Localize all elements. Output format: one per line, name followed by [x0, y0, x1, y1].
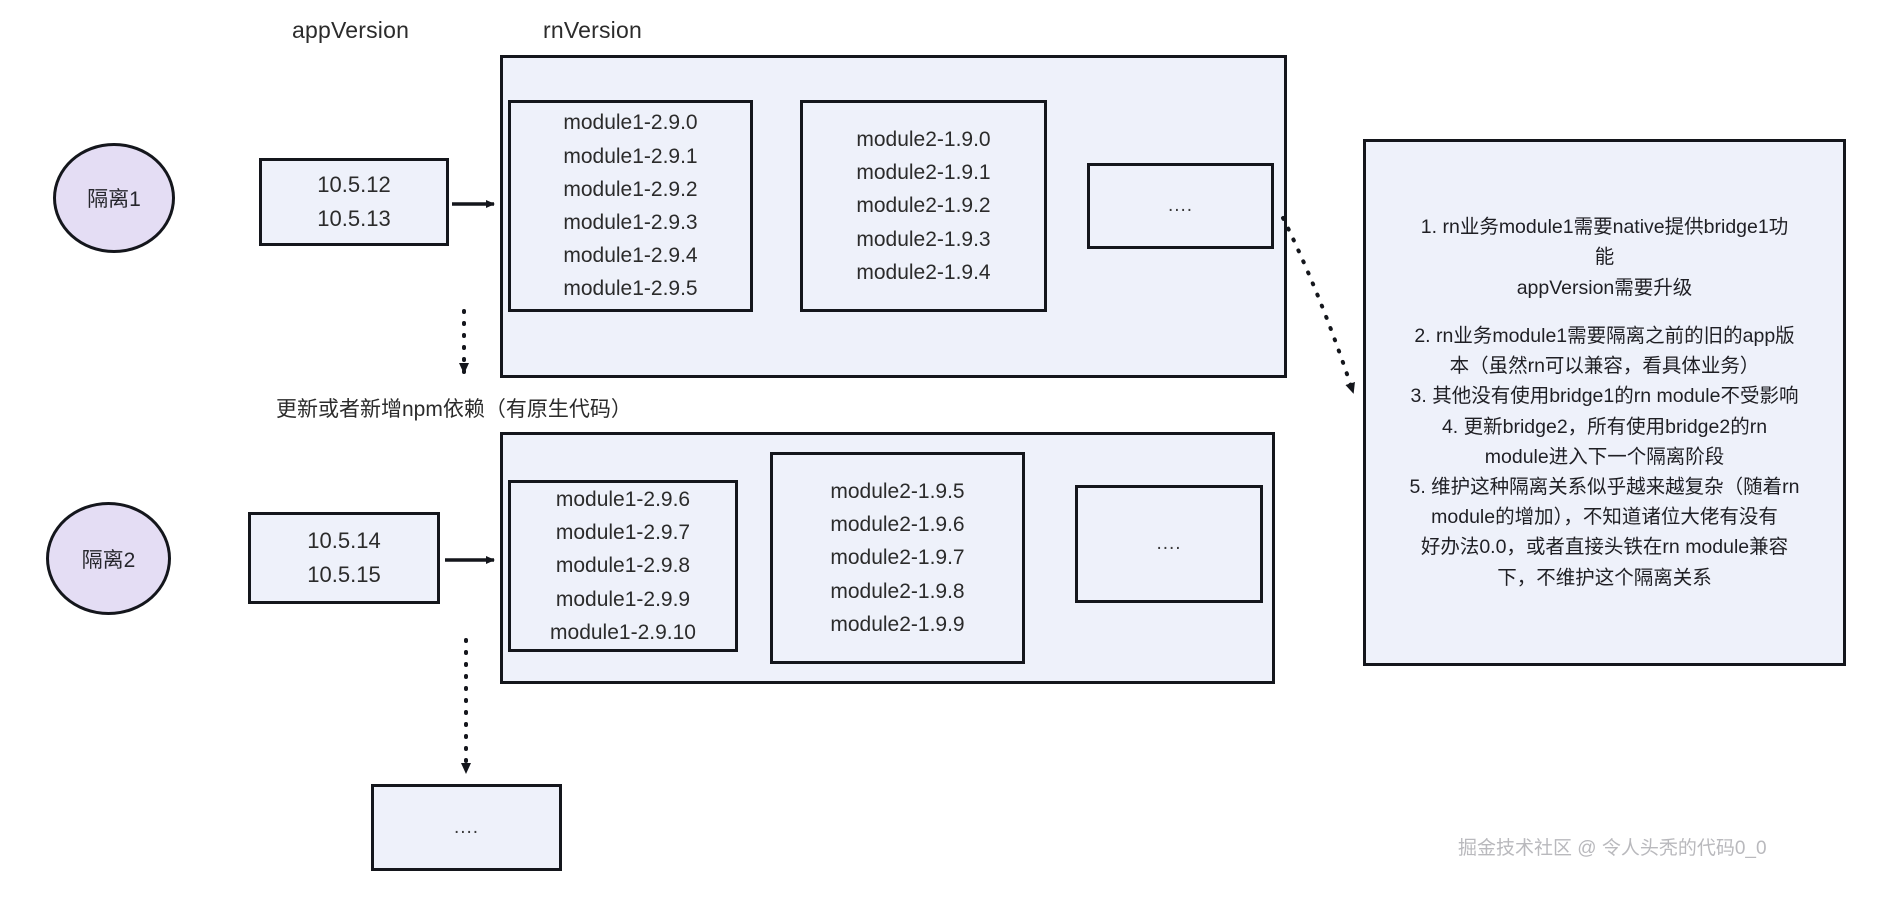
module-item: module1-2.9.7 — [555, 521, 691, 545]
module-item: module2-1.9.7 — [830, 546, 965, 570]
note-line: 3. 其他没有使用bridge1的rn module不受影响 — [1410, 385, 1799, 408]
module-item: module1-2.9.5 — [563, 277, 698, 301]
stage-circle-1[interactable]: 隔离1 — [53, 143, 175, 253]
module-item: module1-2.9.9 — [555, 587, 691, 611]
module-item: module2-1.9.5 — [830, 480, 965, 504]
note-line: 2. rn业务module1需要隔离之前的旧的app版 — [1414, 324, 1795, 347]
note-line: 1. rn业务module1需要native提供bridge1功 — [1420, 216, 1789, 239]
note-line: module进入下一个隔离阶段 — [1484, 445, 1725, 468]
module-item: module2-1.9.4 — [856, 260, 991, 284]
stage-circle-1-label: 隔离1 — [87, 188, 141, 211]
transition-label: 更新或者新增npm依赖（有原生代码） — [276, 398, 632, 421]
module-item: module1-2.9.8 — [555, 554, 691, 578]
stage-circle-2[interactable]: 隔离2 — [46, 502, 171, 615]
module-item: module1-2.9.10 — [550, 620, 696, 644]
note-line: module的增加），不知道诸位大佬有没有 — [1431, 506, 1778, 529]
module-item: module2-1.9.9 — [830, 612, 965, 636]
module-item: module1-2.9.6 — [555, 488, 691, 512]
more-modules-label: .... — [1167, 195, 1194, 216]
module1-box-stage-2[interactable]: module1-2.9.6 module1-2.9.7 module1-2.9.… — [508, 480, 738, 652]
notes-panel: 1. rn业务module1需要native提供bridge1功 能 appVe… — [1363, 139, 1846, 666]
app-version-box-stage-2[interactable]: 10.5.14 10.5.15 — [248, 512, 440, 604]
module2-box-stage-2[interactable]: module2-1.9.5 module2-1.9.6 module2-1.9.… — [770, 452, 1025, 664]
note-line: 5. 维护这种隔离关系似乎越来越复杂（随着rn — [1409, 475, 1800, 498]
module-item: module2-1.9.2 — [856, 194, 991, 218]
module1-box-stage-1[interactable]: module1-2.9.0 module1-2.9.1 module1-2.9.… — [508, 100, 753, 312]
module2-box-stage-1[interactable]: module2-1.9.0 module2-1.9.1 module2-1.9.… — [800, 100, 1047, 312]
note-spacer — [1384, 303, 1825, 321]
column-header-app-version: appVersion — [292, 17, 410, 43]
dotted-arrow-to-notes-panel — [1281, 216, 1355, 394]
module-item: module1-2.9.4 — [563, 244, 698, 268]
module-item: module2-1.9.6 — [830, 513, 965, 537]
note-line: appVersion需要升级 — [1516, 276, 1693, 299]
module-item: module2-1.9.8 — [830, 579, 965, 603]
app-version-line: 10.5.13 — [317, 206, 391, 231]
more-stages-box[interactable]: .... — [371, 784, 562, 871]
module-item: module1-2.9.3 — [563, 211, 698, 234]
more-modules-box-stage-1[interactable]: .... — [1087, 163, 1274, 249]
app-version-box-stage-1[interactable]: 10.5.12 10.5.13 — [259, 158, 449, 246]
module-item: module1-2.9.0 — [563, 111, 698, 135]
column-header-rn-version: rnVersion — [543, 17, 642, 43]
module-item: module2-1.9.3 — [856, 227, 991, 251]
stage-circle-2-label: 隔离2 — [81, 548, 136, 572]
watermark: 掘金技术社区 @ 令人头秃的代码0_0 — [1458, 838, 1767, 859]
module-item: module2-1.9.1 — [856, 161, 991, 185]
note-line: 好办法0.0，或者直接头铁在rn module兼容 — [1420, 536, 1789, 559]
note-line: 4. 更新bridge2，所有使用bridge2的rn — [1441, 415, 1768, 438]
note-line: 本（虽然rn可以兼容，看具体业务） — [1449, 355, 1760, 378]
module-item: module1-2.9.1 — [563, 144, 698, 168]
app-version-line: 10.5.15 — [307, 562, 381, 587]
more-modules-label: .... — [1156, 533, 1182, 554]
app-version-line: 10.5.12 — [317, 171, 391, 197]
app-version-line: 10.5.14 — [307, 527, 381, 553]
note-line: 能 — [1594, 246, 1615, 269]
module-item: module1-2.9.2 — [563, 177, 698, 201]
more-modules-box-stage-2[interactable]: .... — [1075, 485, 1263, 603]
module-item: module2-1.9.0 — [856, 128, 991, 152]
note-line: 下，不维护这个隔离关系 — [1497, 566, 1712, 589]
more-stages-label: .... — [453, 816, 480, 838]
